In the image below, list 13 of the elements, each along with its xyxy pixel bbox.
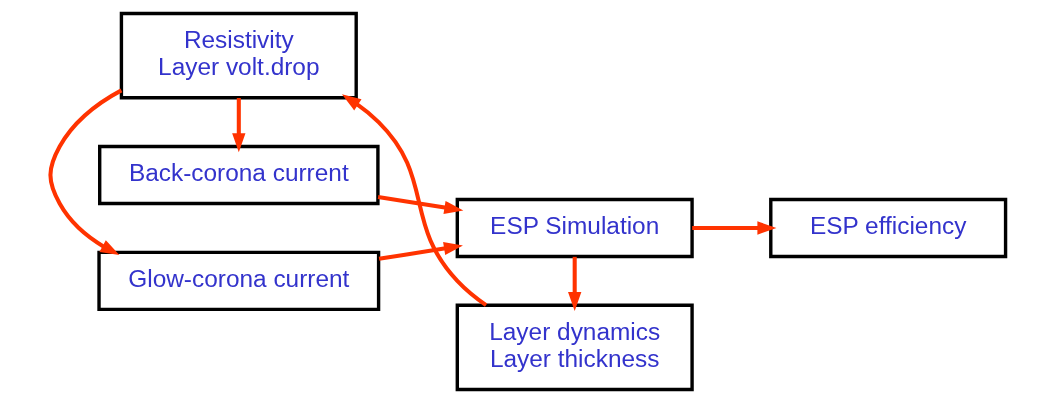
arrow bbox=[377, 194, 463, 215]
node-box: Back-corona current bbox=[97, 144, 380, 206]
arrow bbox=[691, 221, 776, 235]
node-box: Layer dynamics Layer thickness bbox=[455, 303, 694, 392]
arrow bbox=[341, 94, 487, 307]
node-box: Resistivity Layer volt.drop bbox=[119, 11, 358, 100]
arrow bbox=[567, 256, 581, 312]
node-box: Glow-corona current bbox=[96, 250, 380, 312]
node-box: ESP Simulation bbox=[455, 197, 694, 259]
node-box: ESP efficiency bbox=[768, 197, 1007, 259]
arrow bbox=[47, 88, 122, 256]
arrow bbox=[231, 98, 245, 153]
arrow bbox=[378, 241, 463, 261]
